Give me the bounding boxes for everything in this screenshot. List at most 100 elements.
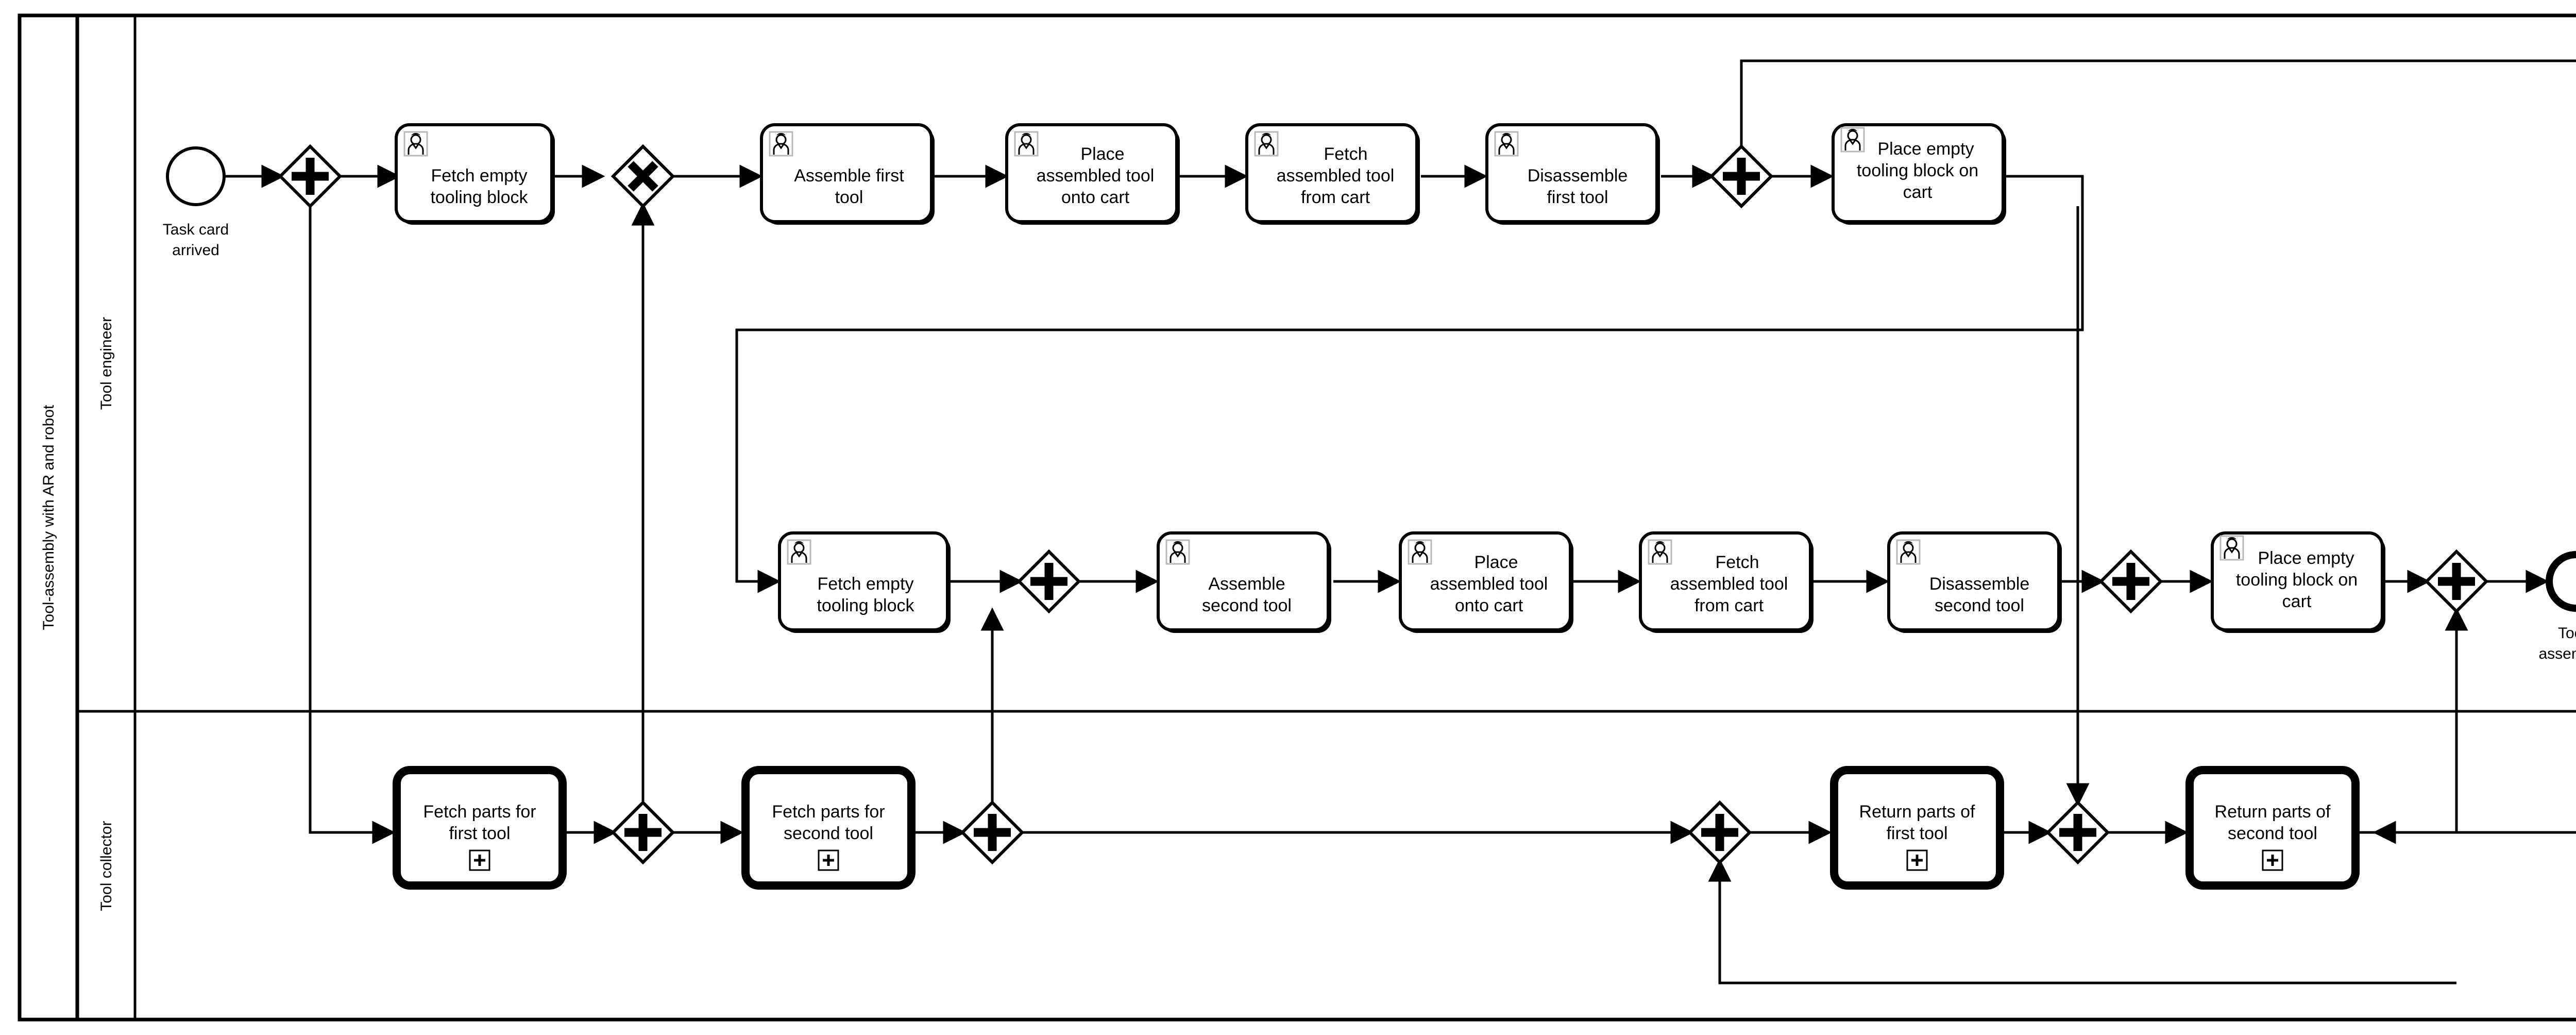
task-label-line: cart [1903,182,1933,202]
end-event[interactable]: Tools assembled [2538,551,2576,662]
user-icon [1014,131,1039,157]
start-event-label-line2: arrived [172,242,219,259]
task-label-line: cart [2282,592,2312,611]
gateway-g8-parallel[interactable] [960,800,1025,865]
task-label-line: Place empty [1877,139,1974,159]
task-label-line: Place empty [2258,548,2354,568]
sequence-flows [224,59,2576,984]
gateway-g5-parallel[interactable] [2098,549,2163,614]
row-top: Task card arrived Fetch empty tooling bl… [163,123,2006,259]
plus-box-icon [470,850,489,870]
task-label-line: second tool [784,824,873,843]
task-label-line: tooling block on [1857,161,1978,180]
task-label-line: Disassemble [1528,166,1628,186]
task-label-line: onto cart [1455,596,1523,615]
gateway-g9-parallel[interactable] [1687,800,1752,865]
task-label-line: second tool [1202,596,1292,615]
plus-icon [2438,563,2475,600]
task-return-parts-of-second-tool[interactable]: Return parts of second tool [2185,766,2360,890]
start-event-label-line1: Task card [163,221,229,238]
user-icon [1254,131,1279,157]
plus-icon [1030,563,1067,600]
plus-icon [1701,814,1738,851]
gateway-g10-parallel[interactable] [2045,800,2110,865]
task-label-line: Fetch parts for [423,802,536,822]
task-fetch-empty-tooling-block-2[interactable]: Fetch empty tooling block [778,531,951,633]
task-label-line: assembled tool [1277,166,1395,186]
flow-g1-to-t13 [309,206,396,844]
plus-icon [292,158,329,195]
flow-g3-up-right [1740,59,2576,844]
task-label-line: tooling block on [2236,570,2358,590]
task-label-line: Return parts of [1859,802,1975,822]
plus-box-icon [1907,850,1927,870]
task-label-line: from cart [1301,188,1370,207]
task-label-line: Return parts of [2215,802,2331,822]
gateway-g4-parallel[interactable] [1016,549,1081,614]
user-icon [769,131,793,157]
lane-label-tool-collector: Tool collector [98,821,115,911]
flow-bottom-loop-to-g9 [1708,858,2456,984]
task-label-line: first tool [449,824,510,843]
plus-icon [2059,814,2096,851]
task-fetch-empty-tooling-block-1[interactable]: Fetch empty tooling block [395,123,555,225]
task-label-line: tooling block [430,188,528,207]
task-return-parts-of-first-tool[interactable]: Return parts of first tool [1830,766,2004,890]
x-icon [628,161,658,192]
row-middle: Fetch empty tooling block Assemble secon… [778,531,2576,662]
task-label-line: Fetch [1715,553,1759,572]
task-disassemble-first-tool[interactable]: Disassemble first tool [1485,123,1660,225]
plus-box-icon [819,850,838,870]
user-icon [1165,539,1190,565]
user-icon [1840,127,1865,153]
user-icon [2219,535,2244,561]
task-label-line: from cart [1694,596,1764,615]
user-icon [403,131,428,157]
task-label-line: Assemble first [794,166,904,186]
task-place-empty-tooling-block-on-cart-1[interactable]: Place empty tooling block on cart [1832,123,2006,225]
task-place-assembled-tool-onto-cart-1[interactable]: Place assembled tool onto cart [1005,123,1180,225]
task-label-line: second tool [1935,596,2024,615]
user-icon [1648,539,1672,565]
task-assemble-second-tool[interactable]: Assemble second tool [1157,531,1331,633]
task-label-line: Fetch empty [817,574,913,594]
task-label-line: Fetch empty [431,166,527,186]
task-label-line: Place [1080,144,1124,164]
task-fetch-parts-for-second-tool[interactable]: Fetch parts for second tool [741,766,916,890]
task-label-line: first tool [1547,188,1608,207]
plus-icon [974,814,1011,851]
task-fetch-assembled-tool-from-cart-1[interactable]: Fetch assembled tool from cart [1245,123,1420,225]
gateway-g1-parallel-split[interactable] [278,144,343,209]
flow-t16-to-g6 [2359,607,2468,834]
task-label-line: Fetch parts for [772,802,885,822]
user-icon [1408,539,1432,565]
user-icon [1494,131,1519,157]
end-event-label-line2: assembled [2538,645,2576,662]
task-place-assembled-tool-onto-cart-2[interactable]: Place assembled tool onto cart [1399,531,1573,633]
plus-icon [2112,563,2149,600]
task-label-line: Fetch [1324,144,1367,164]
task-label-line: first tool [1886,824,1947,843]
pool-label: Tool-assembly with AR and robot [40,405,57,630]
user-icon [787,539,811,565]
start-event[interactable]: Task card arrived [163,146,229,259]
gateway-g2-exclusive[interactable] [611,144,675,209]
end-event-label-line1: Tools [2558,625,2576,642]
flow-t6-to-t7 [735,175,2084,593]
task-label-line: Place [1474,553,1518,572]
task-fetch-assembled-tool-from-cart-2[interactable]: Fetch assembled tool from cart [1639,531,1814,633]
gateway-g6-parallel-join[interactable] [2424,549,2489,614]
task-disassemble-second-tool[interactable]: Disassemble second tool [1887,531,2062,633]
task-label-line: onto cart [1061,188,1130,207]
plus-icon [624,814,662,851]
user-icon [1896,539,1921,565]
task-place-empty-tooling-block-on-cart-2[interactable]: Place empty tooling block on cart [2211,531,2385,633]
gateway-g3-parallel[interactable] [1709,144,1774,209]
task-label-line: assembled tool [1670,574,1788,594]
lane-label-tool-engineer: Tool engineer [98,317,115,410]
task-assemble-first-tool[interactable]: Assemble first tool [760,123,935,225]
gateway-g7-parallel[interactable] [611,800,675,865]
task-fetch-parts-for-first-tool[interactable]: Fetch parts for first tool [393,766,567,890]
